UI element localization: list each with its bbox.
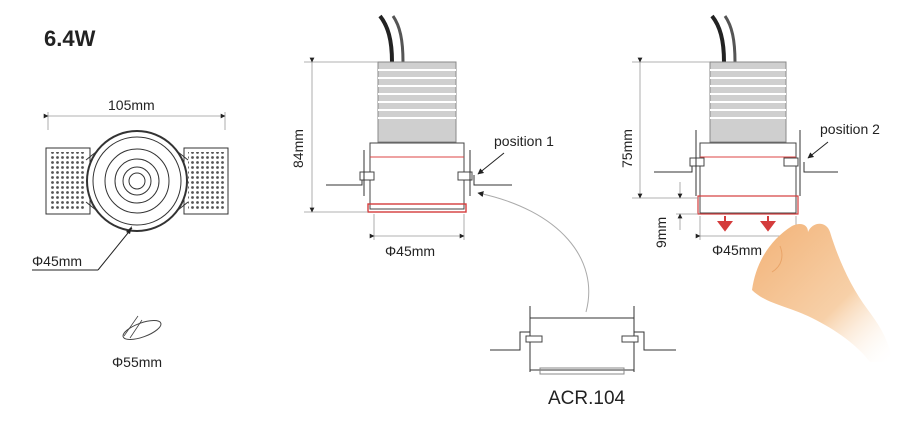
top-view: 105mm Φ45mm [32, 97, 229, 271]
cutout-diameter-label: Φ55mm [112, 354, 162, 370]
height-label-2: 75mm [619, 129, 635, 168]
position-1-label: position 1 [494, 133, 554, 149]
side-view-1 [304, 14, 512, 240]
hand-illustration [752, 223, 892, 362]
width-label: 105mm [108, 97, 155, 113]
top-diameter-label: Φ45mm [32, 253, 82, 269]
accessory-code: ACR.104 [548, 388, 626, 409]
position-2-label: position 2 [820, 121, 880, 137]
cutout-icon [122, 315, 162, 340]
height-label-1: 84mm [290, 129, 306, 168]
accessory-bracket [490, 306, 676, 375]
offset-label-2: 9mm [653, 217, 669, 248]
side-view-2 [632, 14, 838, 240]
diameter-label-2: Φ45mm [712, 242, 762, 258]
power-label: 6.4W [44, 26, 96, 51]
diameter-label-1: Φ45mm [385, 243, 435, 259]
